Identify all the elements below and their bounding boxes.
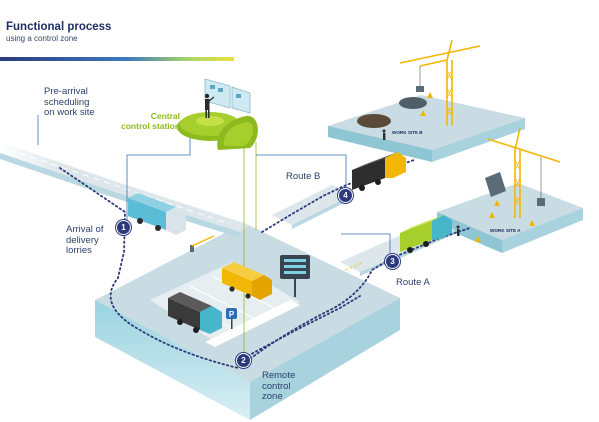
entry-barrier-icon: [190, 235, 215, 252]
step-1-badge: 1: [116, 220, 131, 235]
route-a-label: Route A: [396, 277, 430, 288]
step-4-badge: 4: [338, 188, 353, 203]
lorry-parked-blue-icon: [168, 292, 222, 334]
central-control-label: Central control station: [121, 111, 181, 131]
page-subtitle: using a control zone: [6, 34, 78, 43]
storage-box-icon: [485, 172, 506, 197]
parking-sign-letter: P: [229, 310, 235, 319]
lorry-parked-yellow-icon: [222, 262, 272, 300]
work-site-b-label: WORK SITE B: [392, 130, 423, 135]
step-3-badge: 3: [385, 254, 400, 269]
safety-cones-icon: [420, 92, 535, 242]
remote-control-zone-platform: [95, 223, 400, 420]
operator-icon: [204, 93, 215, 118]
site-worker-icon: [382, 129, 460, 236]
parking-sign-icon: P: [226, 308, 237, 329]
header-gradient-bar: [0, 57, 234, 61]
work-site-b-platform: [328, 95, 525, 162]
crane-a-weight-icon: [537, 198, 545, 206]
central-control-station: [177, 78, 258, 150]
lorry-arrival-icon: [128, 193, 186, 235]
pre-arrival-label: Pre-arrival scheduling on work site: [44, 86, 95, 118]
arrival-label: Arrival of delivery lorries: [66, 224, 104, 256]
crane-b-icon: [399, 39, 481, 126]
lorry-route-b-icon: [352, 152, 406, 191]
work-site-a-platform: [437, 172, 583, 253]
work-site-a-label: WORK SITE A: [490, 228, 521, 233]
crane-a-icon: [487, 127, 561, 218]
remote-zone-label: Remote control zone: [262, 370, 296, 402]
route-b-label: Route B: [286, 171, 321, 182]
lorry-route-a-icon: [400, 215, 452, 253]
crane-b-weight-icon: [416, 86, 424, 92]
soil-pile-icon: [357, 114, 391, 128]
gravel-pile-icon: [399, 97, 427, 109]
control-screens-icon: [204, 78, 251, 114]
page-title: Functional process: [6, 21, 112, 33]
connector-lines: [37, 115, 391, 355]
info-board-icon: [280, 255, 310, 297]
step-2-badge: 2: [236, 353, 251, 368]
